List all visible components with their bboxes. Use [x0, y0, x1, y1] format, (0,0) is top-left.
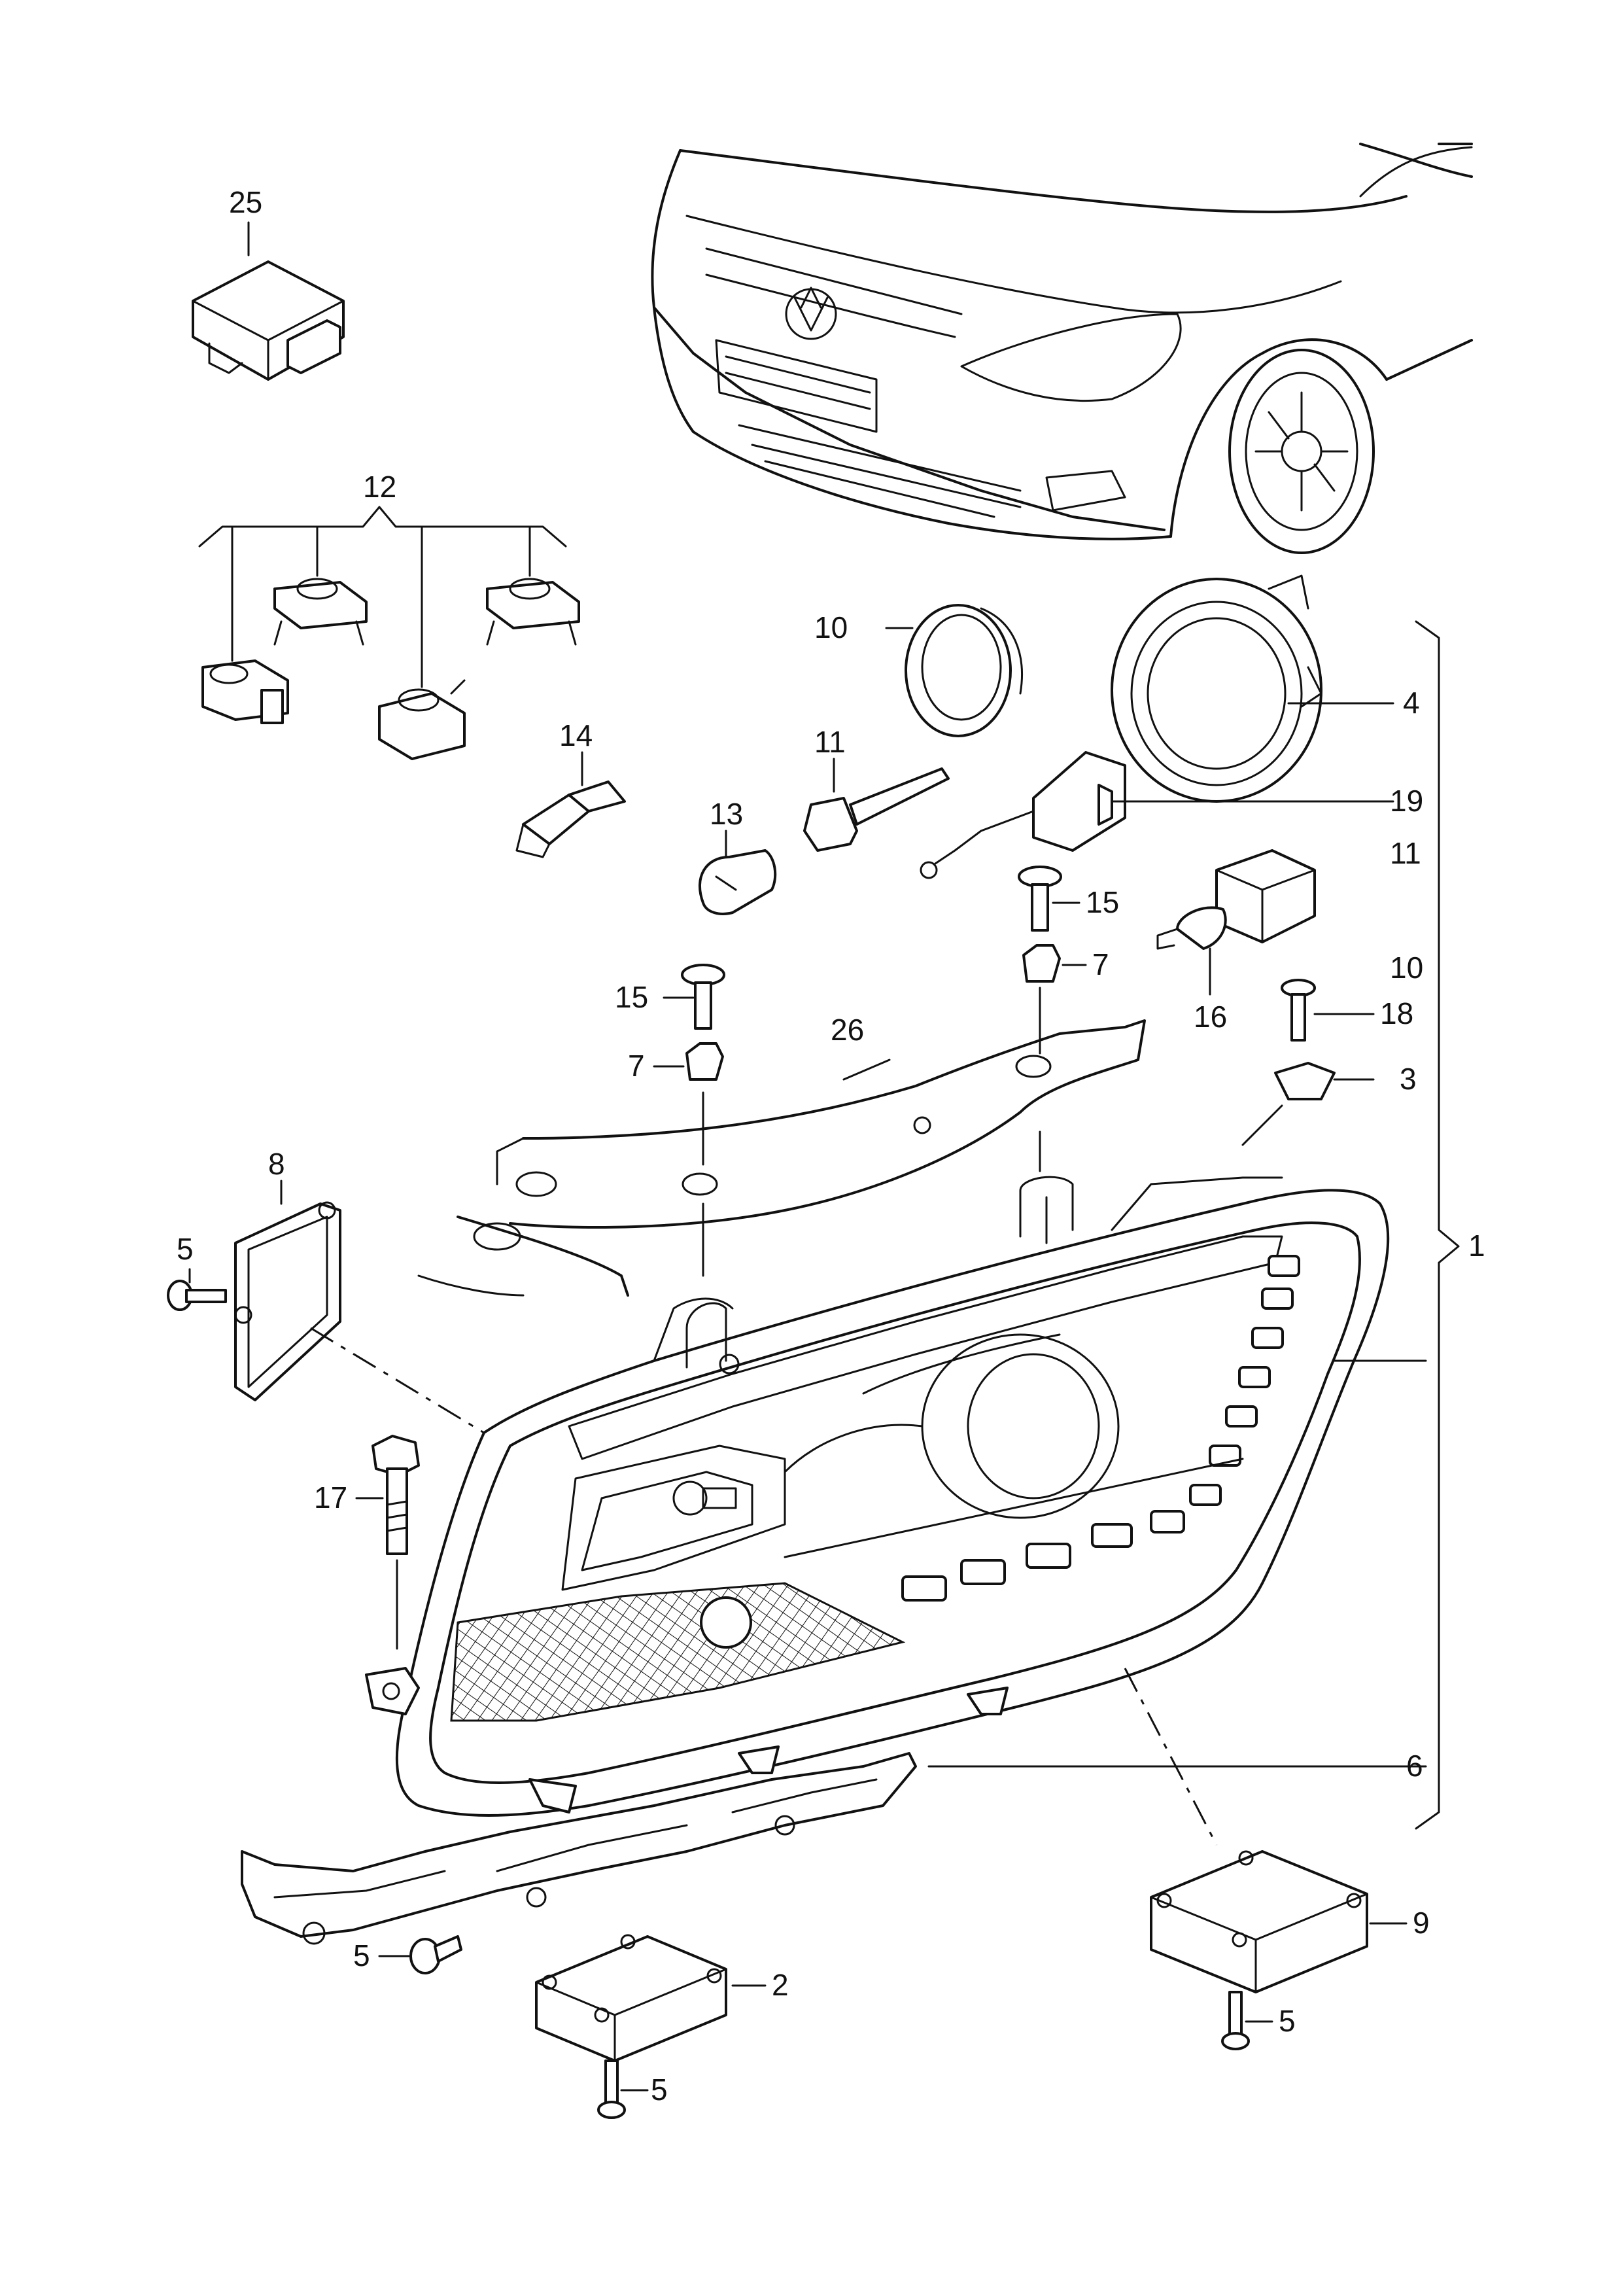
callout-18: 18 — [1380, 996, 1413, 1030]
callout-25: 25 — [229, 185, 262, 219]
part-2-control-module — [535, 1934, 767, 2062]
callout-9: 9 — [1413, 1906, 1430, 1940]
callout-1: 1 — [1468, 1229, 1485, 1263]
callout-26: 26 — [831, 1013, 864, 1047]
part-7-nut-right — [1022, 944, 1087, 983]
part-10-seal-ring — [885, 604, 1023, 737]
callout-17: 17 — [314, 1480, 347, 1515]
part-9-control-module — [1150, 1850, 1408, 1993]
part-18-screw — [1281, 979, 1375, 1042]
led-strip — [901, 1255, 1300, 1602]
main-headlight-assembly — [365, 1176, 1427, 1846]
bracket-group-1 — [1415, 620, 1460, 1830]
part-12-bulb-holder-set — [198, 506, 580, 760]
callout-7-left: 7 — [628, 1049, 645, 1083]
part-6-lower-bracket — [241, 1752, 1427, 1945]
part-11-lamp-socket — [803, 758, 950, 852]
part-15-screw-left — [663, 964, 725, 1030]
callout-14: 14 — [559, 718, 593, 752]
part-16-xenon-bulb — [1156, 849, 1316, 996]
part-15-screw-right — [1018, 866, 1080, 932]
callout-7-right: 7 — [1092, 947, 1109, 981]
callout-2: 2 — [772, 1968, 789, 2002]
callout-11-right: 11 — [1390, 836, 1421, 870]
callout-3: 3 — [1400, 1062, 1417, 1096]
part-8-ballast-unit — [234, 1180, 485, 1434]
callout-5-lower-left: 5 — [353, 1938, 370, 1972]
callout-8: 8 — [268, 1147, 285, 1181]
car-front-illustration — [651, 143, 1473, 554]
callout-13: 13 — [710, 797, 743, 831]
part-25-control-unit — [192, 260, 345, 381]
part-5-screw-bottom-center — [597, 2059, 649, 2119]
part-5-screw-bottom-right — [1221, 1991, 1273, 2050]
callout-10-upper: 10 — [814, 610, 848, 644]
part-5-screw-lower-left — [378, 1935, 462, 1974]
part-19-led-module — [920, 751, 1394, 879]
part-13-small-bulb — [699, 830, 777, 915]
callout-15-right: 15 — [1086, 885, 1119, 919]
callout-5-bottom-right: 5 — [1279, 2004, 1296, 2038]
part-4-cover-cap — [1111, 574, 1394, 803]
part-26-mounting-bracket — [417, 987, 1146, 1297]
callout-5-bottom-center: 5 — [651, 2073, 668, 2107]
callout-15-left: 15 — [615, 980, 648, 1014]
callout-10-right: 10 — [1390, 951, 1423, 985]
part-14-halogen-bulb — [515, 751, 626, 858]
callout-4: 4 — [1403, 686, 1420, 720]
callout-6: 6 — [1406, 1749, 1423, 1783]
callout-5-upper-left: 5 — [177, 1232, 194, 1266]
callout-19: 19 — [1390, 784, 1423, 818]
part-3-clip — [1241, 1062, 1375, 1146]
part-7-nut-left — [653, 1042, 724, 1081]
callout-16: 16 — [1194, 1000, 1227, 1034]
callout-12: 12 — [363, 470, 396, 504]
part-17-bolt — [355, 1435, 420, 1650]
callout-11-upper: 11 — [814, 725, 846, 759]
part-5-screw-upper-left — [167, 1268, 227, 1311]
